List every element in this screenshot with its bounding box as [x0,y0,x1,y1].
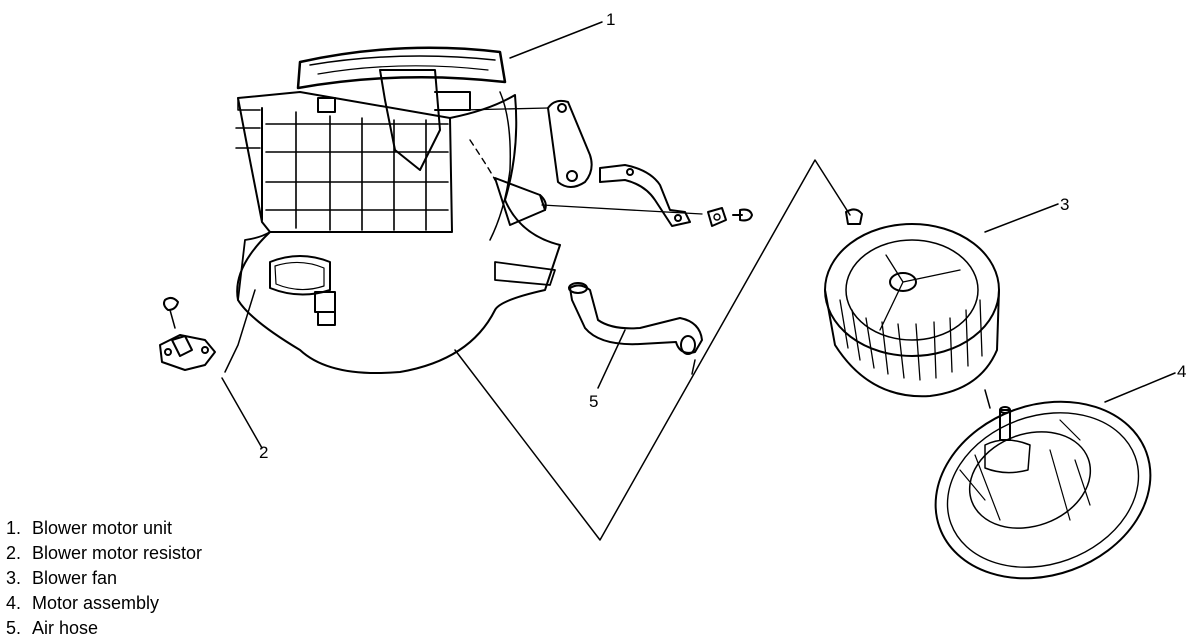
air-hose-drawing [568,282,703,355]
legend-label: Blower motor resistor [32,543,203,563]
parts-legend: 1. Blower motor unit 2. Blower motor resis… [6,516,202,641]
callout-5: 5 [589,392,599,411]
callout-3: 3 [1060,195,1070,214]
legend-item: 1. Blower motor unit [6,516,202,541]
callout-2: 2 [259,443,269,462]
legend-item: 3. Blower fan [6,566,202,591]
legend-label: Air hose [32,618,99,638]
legend-label: Blower fan [32,568,118,588]
linkage-arm-drawing [461,99,753,227]
legend-number: 2. [6,543,22,563]
blower-fan-drawing [824,208,1000,398]
legend-label: Blower motor unit [32,518,173,538]
legend-number: 5. [6,618,22,638]
legend-number: 3. [6,568,22,588]
legend-number: 1. [6,518,22,538]
legend-item: 2. Blower motor resistor [6,541,202,566]
callout-4: 4 [1177,362,1187,381]
legend-item: 4. Motor assembly [6,591,202,616]
legend-number: 4. [6,593,22,613]
blower-motor-unit-drawing [235,46,561,375]
legend-item: 5. Air hose [6,616,202,641]
motor-assembly-drawing [934,400,1152,580]
blower-motor-resistor-drawing [159,296,216,371]
legend-label: Motor assembly [32,593,160,613]
leader-lines [221,21,1176,541]
callout-1: 1 [606,10,616,29]
